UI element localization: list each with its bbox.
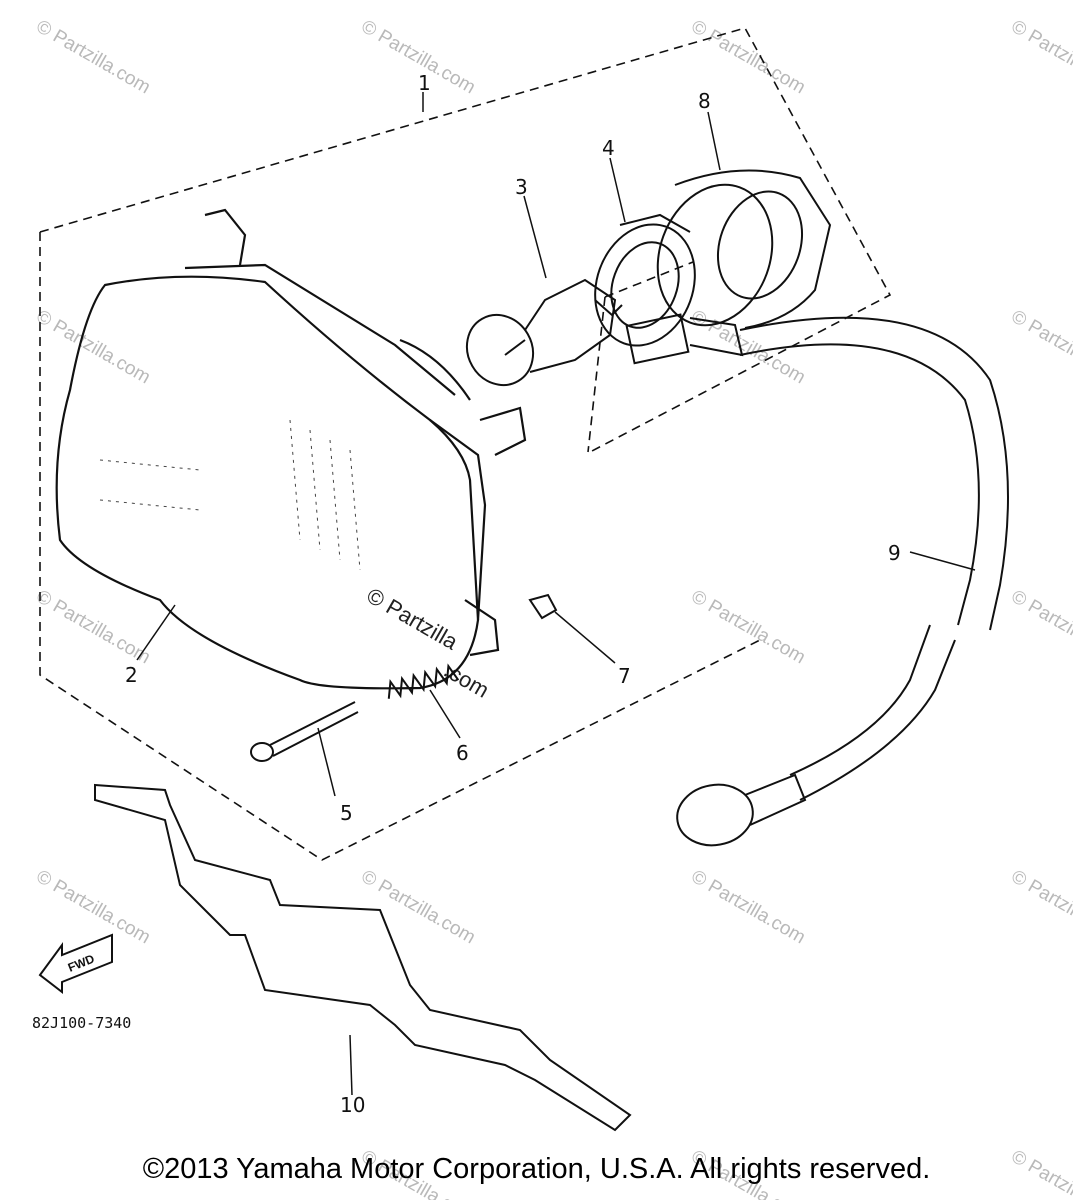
dust-cover (656, 169, 832, 329)
callout-4: 4 (602, 136, 615, 160)
assembly-outline (39, 27, 892, 861)
watermark: © Partzilla.com (688, 586, 809, 668)
wire-harness (625, 313, 1009, 847)
watermark: © Partzilla.com (1008, 306, 1073, 388)
leader-lines (136, 92, 976, 1096)
bulb (465, 278, 623, 387)
watermark: © Partzilla.com (1008, 586, 1073, 668)
watermark: © Partzilla.com (688, 866, 809, 948)
callout-numbers: 1 2 3 4 5 6 7 8 9 10 (125, 71, 901, 1117)
center-watermark: © Partzilla .com (363, 583, 494, 703)
fwd-arrow-icon: FWD (38, 933, 113, 995)
callout-5: 5 (340, 801, 353, 825)
watermark: © Partzilla.com (1008, 866, 1073, 948)
watermark: © Partzilla.com (1008, 16, 1073, 98)
diagram-code: 82J100-7340 (32, 1014, 131, 1032)
watermark: © Partzilla.com (33, 16, 154, 98)
spring (387, 663, 460, 699)
socket-holder (594, 213, 696, 347)
center-watermark-line1: © Partzilla (363, 583, 463, 655)
watermark: © Partzilla.com (33, 306, 154, 388)
callout-7: 7 (618, 664, 631, 688)
callout-6: 6 (456, 741, 469, 765)
adjust-bolt (250, 701, 359, 762)
callout-8: 8 (698, 89, 711, 113)
callout-10: 10 (340, 1093, 365, 1117)
headlight-bracket (94, 783, 632, 1132)
headlight-housing (55, 208, 527, 690)
callout-9: 9 (888, 541, 901, 565)
copyright-notice: ©2013 Yamaha Motor Corporation, U.S.A. A… (142, 1153, 931, 1185)
callout-3: 3 (515, 175, 528, 199)
retainer-clip (528, 593, 558, 620)
watermark: © Partzilla.com (688, 16, 809, 98)
watermark: © Partzilla.com (358, 866, 479, 948)
callout-1: 1 (418, 71, 431, 95)
callout-2: 2 (125, 663, 138, 687)
watermark: © Partzilla.com (33, 866, 154, 948)
lens-hatching (99, 419, 361, 571)
watermark: © Partzilla.com (33, 586, 154, 668)
watermark-grid: © Partzilla.com © Partzilla.com © Partzi… (33, 16, 1073, 1200)
